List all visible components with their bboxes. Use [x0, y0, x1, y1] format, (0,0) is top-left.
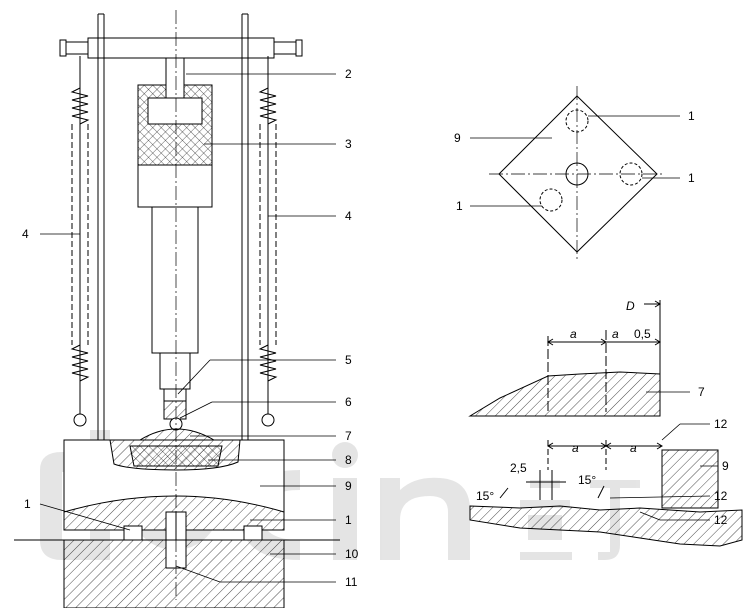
dim-D: D [626, 299, 635, 313]
callout-3: 3 [345, 137, 352, 151]
detail-upper [468, 300, 661, 417]
detail-lower [469, 440, 743, 547]
callout-5: 5 [345, 353, 352, 367]
detail-callout-9: 9 [722, 459, 729, 473]
plan-callout-1-right: 1 [688, 171, 695, 185]
angle-15-left: 15° [476, 489, 494, 503]
left-leaders [39, 73, 336, 583]
detail-lower-leaders [609, 423, 718, 521]
callout-7: 7 [345, 429, 352, 443]
callout-8: 8 [345, 453, 352, 467]
plan-leaders [470, 115, 680, 207]
callout-10: 10 [345, 547, 359, 561]
callout-1-right: 1 [345, 513, 352, 527]
plan-callout-1-left: 1 [456, 199, 463, 213]
dim-0-5: 0,5 [634, 327, 651, 341]
dim-a-1: a [570, 327, 577, 341]
angle-15-right: 15° [578, 473, 596, 487]
left-bolt-head [63, 41, 89, 55]
callout-9: 9 [345, 479, 352, 493]
detail-upper-labels: D a a 0,5 7 [570, 299, 705, 399]
apparatus-section-view [14, 10, 340, 609]
detail-callout-12-top: 12 [714, 417, 728, 431]
plan-view [489, 86, 665, 262]
plan-callout-9: 9 [454, 131, 461, 145]
dim-a-2: a [612, 327, 619, 341]
top-crossbar [87, 37, 275, 59]
callout-4-left: 4 [22, 227, 29, 241]
plan-callout-1-top: 1 [688, 109, 695, 123]
detail-callout-12-bottom: 12 [714, 513, 728, 527]
callout-1-left: 1 [24, 497, 31, 511]
callout-4-right: 4 [345, 209, 352, 223]
dim-2-5: 2,5 [510, 461, 527, 475]
right-bolt-head [273, 41, 299, 55]
plan-callout-labels: 9 1 1 1 [454, 109, 695, 213]
detail-callout-12-mid: 12 [714, 489, 728, 503]
detail-lower-labels: a a 2,5 15° 15° 12 9 12 12 [476, 417, 729, 527]
detail-callout-7: 7 [698, 385, 705, 399]
callout-6: 6 [345, 395, 352, 409]
dim-a-4: a [630, 441, 637, 455]
left-callout-labels: 2 3 4 4 5 6 7 8 9 1 1 10 11 [22, 67, 359, 589]
callout-11: 11 [345, 575, 358, 589]
callout-2: 2 [345, 67, 352, 81]
dim-a-3: a [572, 441, 579, 455]
